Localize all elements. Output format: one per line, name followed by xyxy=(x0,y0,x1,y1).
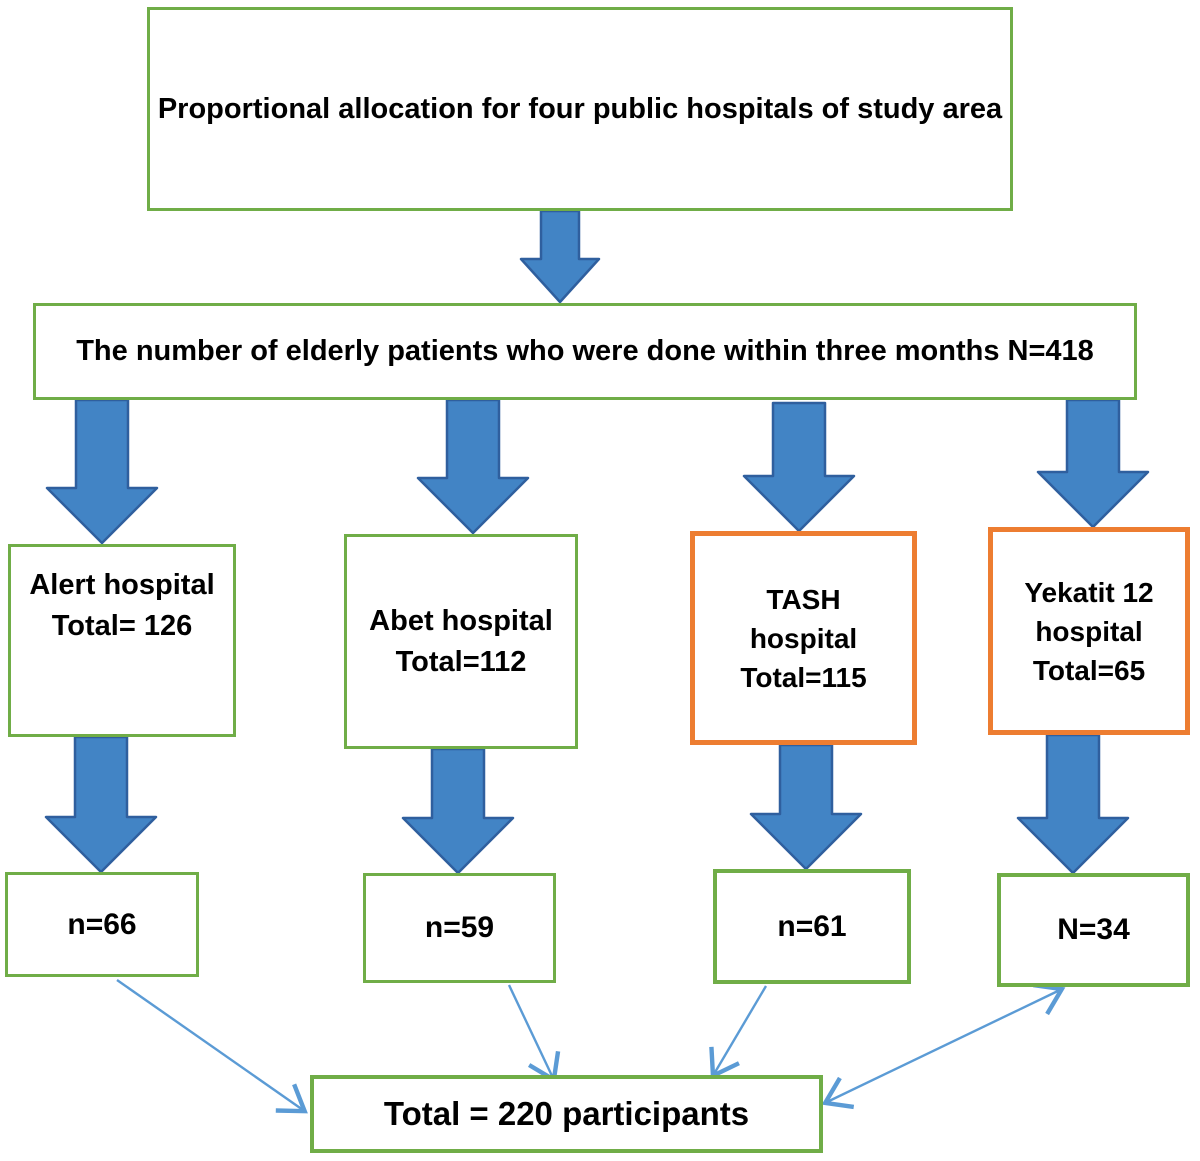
connector-n66-total xyxy=(116,979,308,1114)
sample-box-abet: n=59 xyxy=(363,873,556,983)
hospital-total: Total=65 xyxy=(1032,654,1146,686)
hospital-name: Yekatit 12 xyxy=(1024,576,1154,608)
sample-label: n=66 xyxy=(67,907,137,941)
hospital-total: Total=115 xyxy=(740,661,867,693)
down-arrow-abet xyxy=(416,398,530,535)
hospital-name-line2: hospital xyxy=(749,622,858,654)
sample-box-yekatit: N=34 xyxy=(997,873,1190,987)
hospital-name: Abet hospital xyxy=(369,604,553,637)
sample-label: N=34 xyxy=(1057,913,1130,946)
sample-box-alert: n=66 xyxy=(5,872,199,977)
hospital-total: Total= 126 xyxy=(51,610,193,642)
hospital-box-abet: Abet hospital Total=112 xyxy=(344,534,578,749)
connector-n59-total xyxy=(507,984,561,1084)
hospital-box-tash: TASH hospital Total=115 xyxy=(690,531,917,745)
down-arrow-top xyxy=(519,209,601,304)
connector-n61-total xyxy=(709,985,768,1080)
down-arrow-alert xyxy=(45,398,159,545)
sample-label: n=61 xyxy=(777,909,847,943)
down-arrow-n34 xyxy=(1016,733,1130,875)
title-box-label: Proportional allocation for four public … xyxy=(157,92,1003,125)
down-arrow-tash xyxy=(742,401,856,533)
connector-n34-total xyxy=(821,982,1066,1110)
down-arrow-n66 xyxy=(44,735,158,874)
total-participants-box: Total = 220 participants xyxy=(310,1075,823,1153)
sample-label: n=59 xyxy=(424,911,495,944)
down-arrow-n59 xyxy=(401,747,515,875)
sample-box-tash: n=61 xyxy=(713,869,911,984)
down-arrow-yekatit xyxy=(1036,398,1150,529)
title-box: Proportional allocation for four public … xyxy=(147,7,1013,211)
hospital-total: Total=112 xyxy=(395,645,527,678)
hospital-box-alert: Alert hospital Total= 126 xyxy=(8,544,236,737)
hospital-box-yekatit: Yekatit 12 hospital Total=65 xyxy=(988,527,1190,735)
population-box-label: The number of elderly patients who were … xyxy=(76,335,1094,367)
hospital-name: Alert hospital xyxy=(29,569,215,601)
total-participants-label: Total = 220 participants xyxy=(383,1095,750,1132)
down-arrow-n61 xyxy=(749,743,863,871)
population-box: The number of elderly patients who were … xyxy=(33,303,1137,400)
hospital-name: TASH xyxy=(766,583,841,615)
hospital-name-line2: hospital xyxy=(1035,615,1143,647)
